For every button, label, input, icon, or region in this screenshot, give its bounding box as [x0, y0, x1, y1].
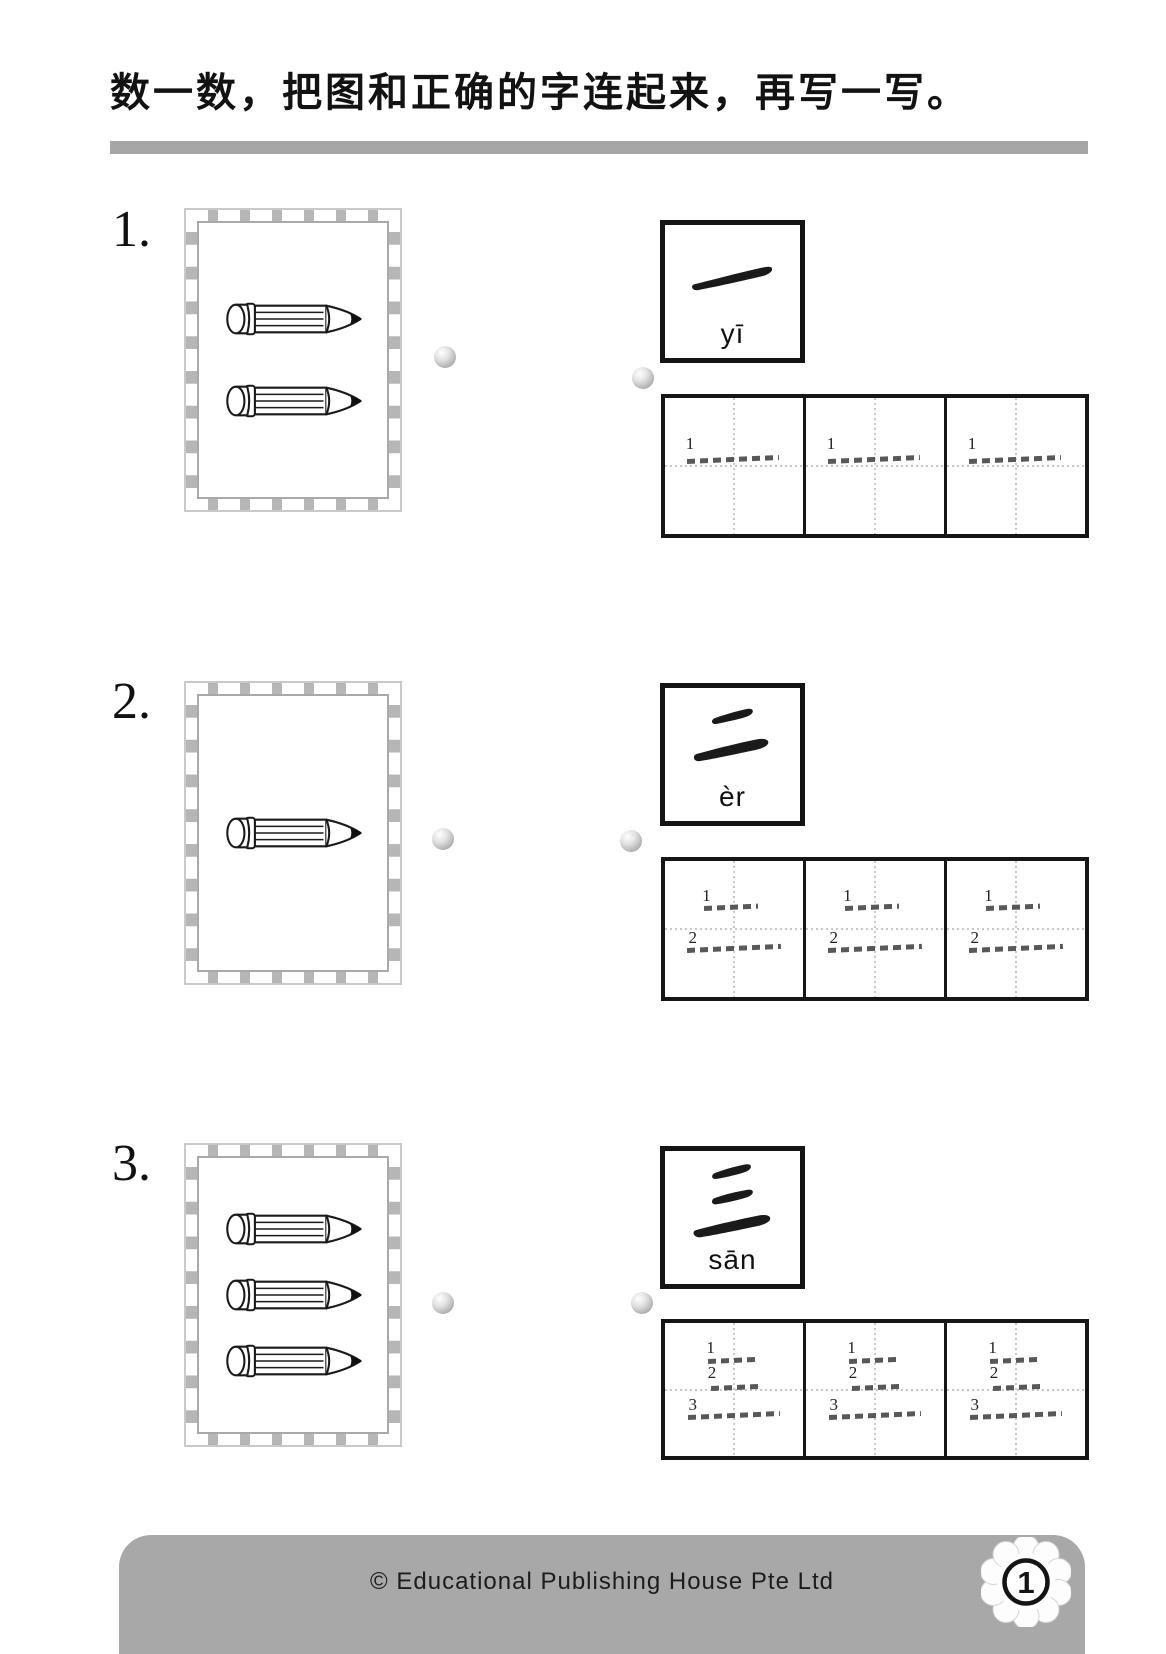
pinyin-label: èr	[719, 781, 746, 812]
trace-stroke	[703, 903, 758, 911]
practice-cell: 1	[665, 398, 806, 534]
stroke-number: 1	[685, 433, 695, 453]
connector-dot-card[interactable]	[632, 367, 654, 389]
picture-box-inner	[197, 694, 389, 972]
stroke-number: 2	[707, 1363, 717, 1383]
copyright-text: © Educational Publishing House Pte Ltd	[370, 1568, 834, 1595]
practice-cell: 1 2	[665, 861, 806, 997]
practice-cell: 1 2 3	[806, 1323, 947, 1456]
hanzi-er	[693, 708, 769, 762]
picture-box-inner	[197, 221, 389, 499]
pinyin-label: sān	[708, 1244, 757, 1275]
character-card-er: èr	[660, 683, 805, 826]
stroke-number: 1	[843, 885, 852, 905]
stroke-number: 2	[688, 928, 697, 947]
hanzi-stroke-art	[673, 227, 792, 321]
stroke-number: 1	[702, 885, 711, 905]
stroke-number: 3	[970, 1395, 979, 1415]
picture-box-three-pencils	[184, 1143, 402, 1447]
horizontal-guide	[665, 465, 803, 467]
stroke-number: 2	[829, 928, 838, 947]
pencil-illustration	[226, 1344, 363, 1378]
hanzi-yi	[692, 266, 773, 291]
exercise-number: 2.	[112, 673, 151, 730]
horizontal-guide	[806, 928, 944, 930]
trace-stroke	[985, 903, 1040, 911]
hanzi-san	[693, 1164, 771, 1238]
horizontal-guide	[665, 928, 803, 930]
horizontal-guide	[806, 465, 944, 467]
stroke-number: 1	[984, 885, 993, 905]
trace-stroke	[844, 903, 899, 911]
connector-dot-card[interactable]	[620, 830, 642, 852]
practice-cell: 1 2 3	[665, 1323, 806, 1456]
page-number-badge: 1	[981, 1537, 1071, 1627]
picture-box-inner	[197, 1156, 389, 1434]
practice-cell: 1	[806, 398, 947, 534]
writing-grid: 1 2 1 2 1 2	[661, 857, 1089, 1001]
hanzi-stroke-art	[673, 690, 792, 784]
horizontal-guide	[947, 465, 1085, 467]
stroke-number: 1	[826, 433, 836, 453]
character-card-yi: yī	[660, 220, 805, 363]
practice-cell: 1 2	[806, 861, 947, 997]
pencil-illustration	[226, 1212, 363, 1246]
writing-grid: 1 2 3 1 2 3 1 2 3	[661, 1319, 1089, 1460]
footer-bar	[119, 1535, 1085, 1654]
stroke-number: 2	[989, 1363, 999, 1383]
stroke-number: 1	[706, 1337, 715, 1357]
practice-cell: 1 2 3	[947, 1323, 1085, 1456]
pencil-illustration	[226, 302, 363, 336]
pencil-illustration	[226, 384, 363, 418]
stroke-number: 2	[848, 1363, 858, 1383]
stroke-number: 1	[847, 1337, 856, 1357]
exercise-number: 1.	[112, 201, 151, 258]
practice-cell: 1	[947, 398, 1085, 534]
pencil-illustration	[226, 1278, 363, 1312]
picture-box-two-pencils	[184, 208, 402, 512]
connector-dot-card[interactable]	[631, 1292, 653, 1314]
page-number-ring	[1002, 1558, 1050, 1606]
title-divider-bar	[110, 141, 1088, 154]
page-title: 数一数，把图和正确的字连起来，再写一写。	[110, 71, 970, 115]
stroke-number: 3	[688, 1395, 697, 1415]
stroke-number: 3	[829, 1395, 838, 1415]
picture-box-one-pencil	[184, 681, 402, 985]
connector-dot-picture[interactable]	[434, 346, 456, 368]
stroke-number: 1	[967, 433, 977, 453]
writing-grid: 1 1 1	[661, 394, 1089, 538]
pencil-illustration	[226, 816, 363, 850]
horizontal-guide	[947, 928, 1085, 930]
stroke-number: 1	[988, 1337, 997, 1357]
connector-dot-picture[interactable]	[432, 828, 454, 850]
pinyin-label: yī	[720, 318, 745, 349]
exercise-number: 3.	[112, 1135, 151, 1192]
character-card-san: sān	[660, 1146, 805, 1289]
page-number: 1	[1017, 1565, 1034, 1600]
connector-dot-picture[interactable]	[432, 1292, 454, 1314]
hanzi-stroke-art	[673, 1153, 792, 1247]
practice-cell: 1 2	[947, 861, 1085, 997]
stroke-number: 2	[970, 928, 979, 947]
